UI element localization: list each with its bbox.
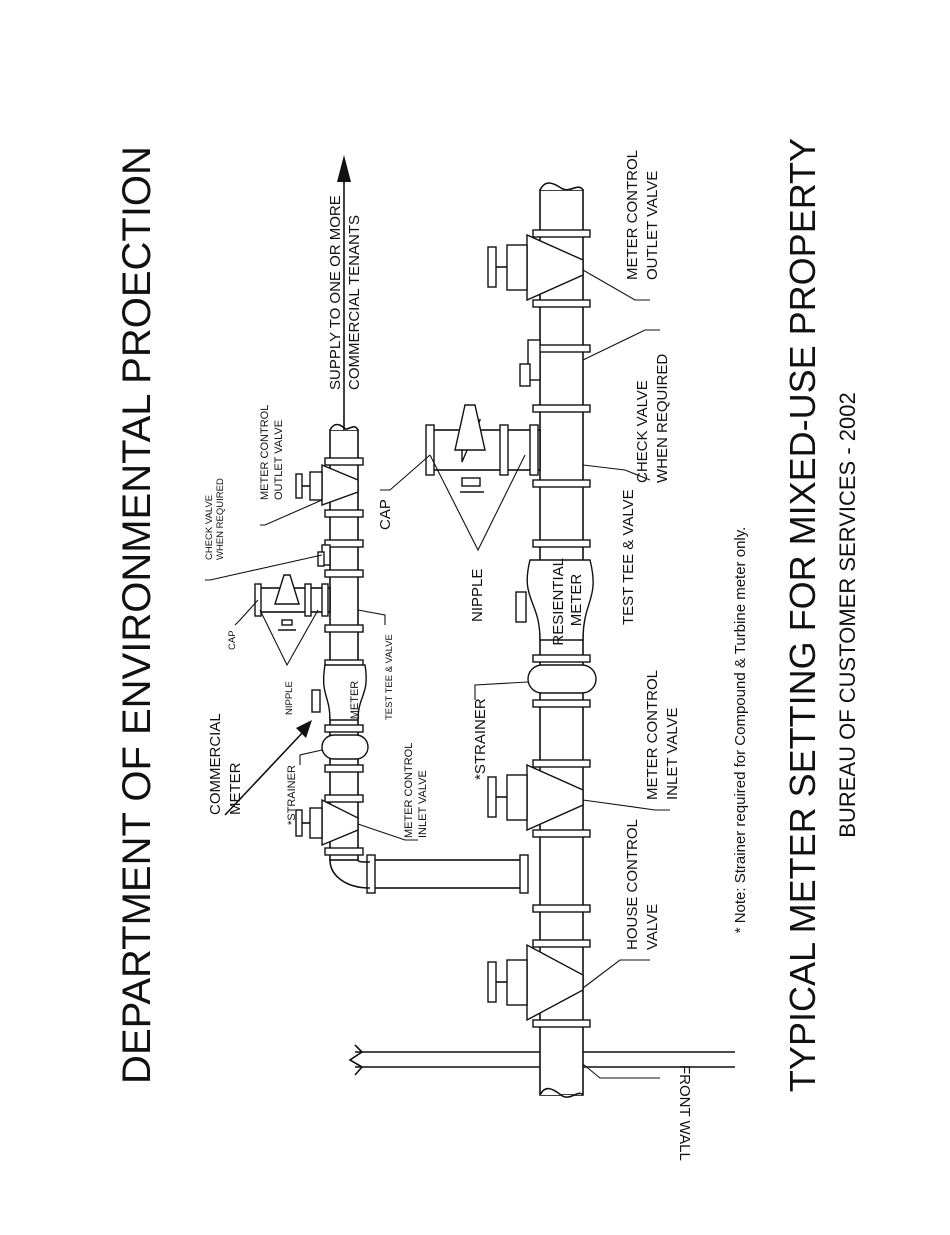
residential-flange [532,829,591,838]
com-testtee-label: TEST TEE & VALVE [384,634,395,720]
house-valve-leader [582,959,650,989]
com-cap-label: CAP [227,630,238,650]
com-strainer-label: *STRAINER [286,765,298,825]
front-wall-label: FRONT WALL [676,1065,693,1161]
res-check-label: CHECK VALVE WHEN REQUIRED [634,354,671,483]
commercial-meter-label: COMMERCIAL METER [207,710,244,815]
riser-pipe [366,854,529,894]
res-cap-label: CAP [377,499,394,530]
residential-flange [532,229,591,238]
residential-meter-label: RESIENTIAL METER [550,554,585,645]
commercial-flange [324,509,364,518]
footer-title: TYPICAL METER SETTING FOR MIXED-USE PROP… [782,138,823,1092]
res-cap-leader [380,454,431,491]
com-testtee-leader [357,609,386,625]
res-outlet-leader [582,269,650,301]
supply-arrow-icon [337,155,351,430]
strainer-note: * Note: Strainer required for Compound &… [732,527,749,934]
supply-label: SUPPLY TO ONE OR MORE COMMERCIAL TENANTS [327,191,363,390]
res-outlet-label: METER CONTROL OUTLET VALVE [624,146,661,280]
residential-flange [532,344,591,353]
commercial-flange [324,764,364,773]
residential-flange [532,759,591,768]
com-cap-leader [234,599,259,626]
com-check-leader [205,554,323,581]
residential-inlet-valve-icon [487,763,584,832]
res-inlet-leader [582,799,670,811]
commercial-flange [324,624,364,633]
residential-flange [532,939,591,948]
commercial-flange [324,539,364,548]
commercial-flange [324,457,364,466]
house-control-valve-icon [487,943,584,1022]
commercial-strainer-icon [321,734,369,760]
res-inlet-label: METER CONTROL INLET VALVE [644,666,681,800]
footer-subtitle: BUREAU OF CUSTOMER SERVICES - 2002 [835,392,860,837]
commercial-flange [324,794,364,803]
res-nipple-label: NIPPLE [469,569,486,622]
residential-outlet-valve-icon [487,233,584,302]
com-check-label: CHECK VALVE WHEN REQUIRED [204,478,226,560]
com-nipple-label: NIPPLE [284,681,295,715]
com-nipple-leader [259,609,319,667]
commercial-meter-icon [311,664,367,721]
residential-bypass-nipple [425,404,541,493]
commercial-inlet-valve-icon [295,798,359,847]
residential-flange [532,1019,591,1028]
commercial-main-pipe [324,423,371,889]
commercial-flange [324,847,364,856]
residential-strainer-icon [527,664,597,694]
com-inlet-leader [357,823,418,841]
res-strainer-leader [474,681,529,700]
residential-meter-icon [515,559,594,641]
residential-flange [532,654,591,663]
res-testtee-label: TEST TEE & VALVE [620,489,637,625]
res-testtee-leader [582,464,651,481]
residential-flange [532,539,591,548]
res-check-leader [582,329,660,361]
res-strainer-label: *STRAINER [472,698,489,780]
com-inlet-label: METER CONTROL INLET VALVE [403,740,429,838]
residential-flange [532,904,591,913]
com-outlet-label: METER CONTROL OUTLET VALVE [259,402,285,500]
residential-flange [532,404,591,413]
header-title: DEPARTMENT OF ENVIRONMENTAL PROECTION [115,146,159,1084]
residential-check-valve-icon [519,339,541,387]
commercial-flange [324,569,364,578]
house-valve-label: HOUSE CONTROL VALVE [624,816,661,950]
commercial-meter-body-label: METER [349,681,361,720]
residential-main-pipe [532,182,591,1098]
commercial-meter-arrow-icon [224,720,312,816]
residential-flange [532,299,591,308]
res-nipple-leader [429,454,526,552]
residential-flange [532,699,591,708]
com-strainer-leader [299,749,323,765]
commercial-flange [324,724,364,733]
com-outlet-leader [260,499,323,526]
front-wall-leader [577,1059,660,1079]
residential-flange [532,479,591,488]
commercial-outlet-valve-icon [295,463,359,506]
